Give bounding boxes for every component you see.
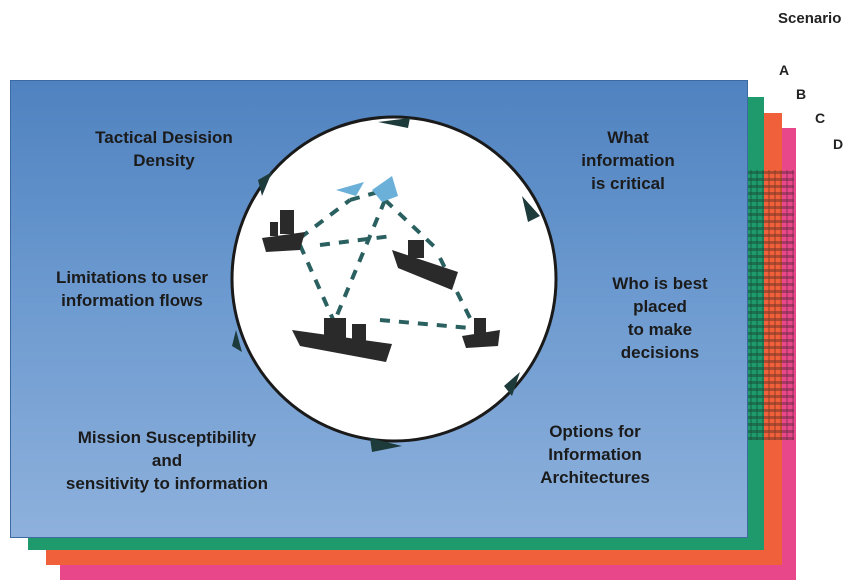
arrow-bottom [370, 438, 402, 452]
arrow-top-left [258, 172, 272, 196]
label-what-information-critical: What information is critical [581, 128, 675, 193]
scenario-label-b: B [796, 86, 807, 102]
ship-icon [462, 318, 500, 348]
label-mission-susceptibility: Mission Susceptibility and sensitivity t… [65, 428, 269, 493]
label-limitations-information-flows: Limitations to user information flows [55, 268, 209, 310]
scenario-label-c: C [815, 110, 826, 126]
label-who-best-placed: Who is best placed to make decisions [612, 274, 708, 362]
scenario-label-a: A [779, 62, 790, 78]
network-link-icon [298, 188, 472, 330]
arrow-top-right [522, 196, 540, 222]
label-tactical-decision-density: Tactical Desision Density [95, 128, 233, 170]
layer-edge-texture [744, 170, 794, 440]
aircraft-icon [336, 176, 398, 202]
arrow-right [504, 372, 520, 396]
ship-icon [292, 318, 392, 362]
ship-icon [392, 240, 458, 290]
cycle-circle [230, 115, 558, 443]
scenario-label-d: D [833, 136, 844, 152]
arrow-top [378, 118, 410, 128]
ship-icon [262, 210, 305, 252]
arrow-left [232, 330, 242, 352]
cycle-arrows [232, 118, 540, 452]
label-options-information-architectures: Options for Information Architectures [540, 422, 650, 487]
scenario-heading: Scenario [778, 10, 842, 27]
